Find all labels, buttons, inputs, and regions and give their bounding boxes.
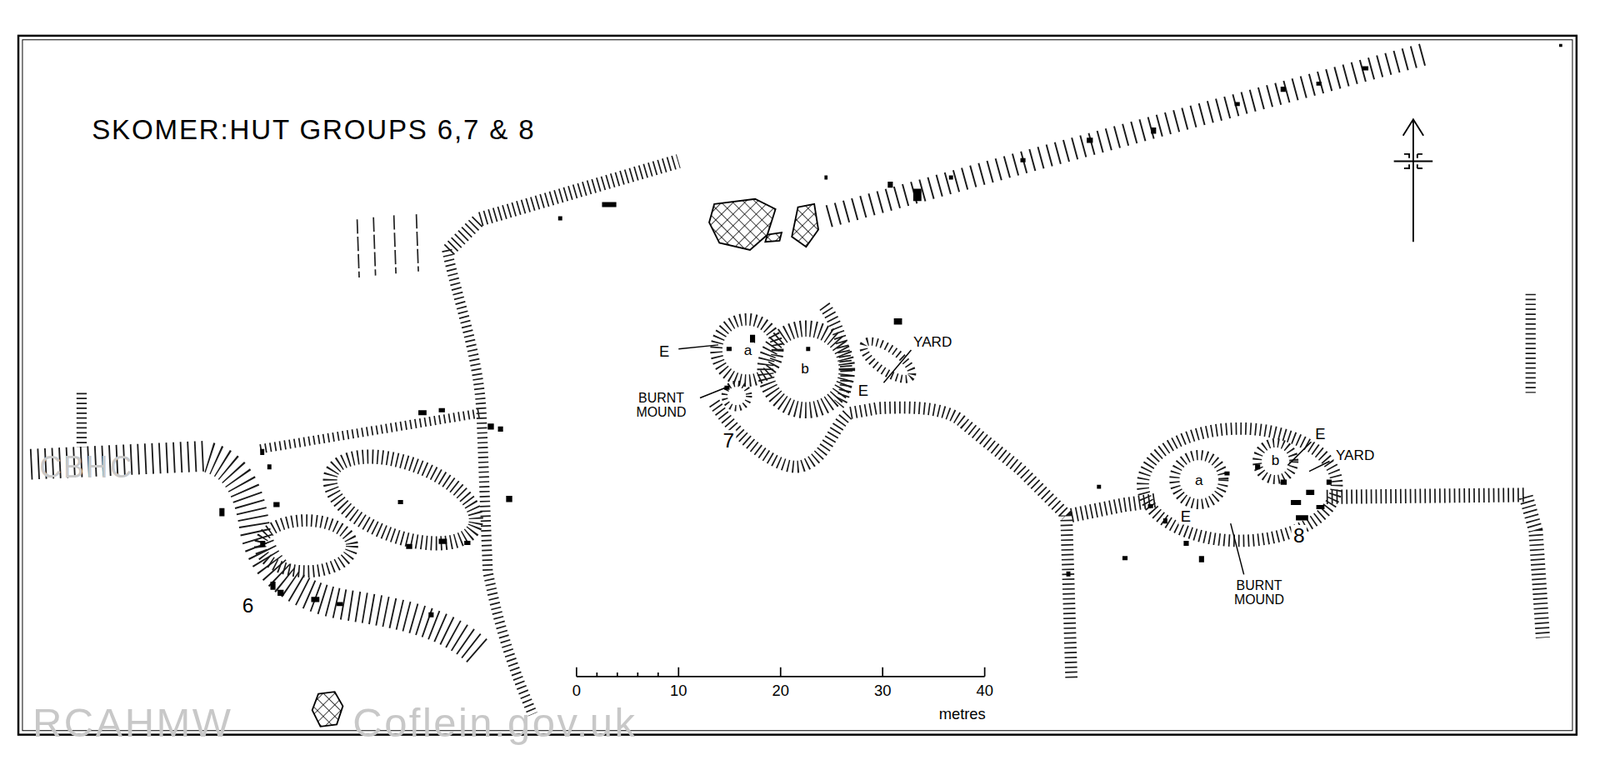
north-arrow [1394,119,1434,242]
scale-bar [576,667,985,677]
scale-number: 10 [668,682,690,699]
frame [18,35,1577,735]
yard-label: YARD [911,334,955,350]
entrance-mark: E [657,343,672,360]
scale-number: 40 [974,682,995,699]
burnt-mound-label: BURNT MOUND [1232,579,1287,607]
scale-number: 0 [570,682,583,699]
banks [30,53,1544,715]
scale-unit: metres [936,706,988,723]
group-number: 7 [720,430,737,452]
watermark: RCAHMW [32,700,234,744]
entrance-mark: E [1313,425,1328,442]
scale-number: 20 [770,682,791,699]
yard-label: YARD [1333,447,1376,463]
outcrops [312,199,819,727]
entrance-mark: E [1178,508,1193,525]
group-number: 6 [240,595,256,617]
hut-letter: a [1193,473,1205,489]
group-number: 8 [1291,525,1308,547]
plan-title: SKOMER:HUT GROUPS 6,7 & 8 [91,114,535,146]
burnt-mound-label: BURNT MOUND [634,390,689,419]
scale-number: 30 [872,682,894,699]
leader-lines [678,345,1330,575]
hut-letter: b [799,360,811,376]
watermark: CBHC [39,451,135,485]
hut-letter: b [1269,452,1281,468]
hut-letter: a [741,342,754,358]
entrance-mark: E [855,382,870,399]
frame-inner [22,40,1573,731]
watermark: Coflein.gov.uk [352,700,637,744]
